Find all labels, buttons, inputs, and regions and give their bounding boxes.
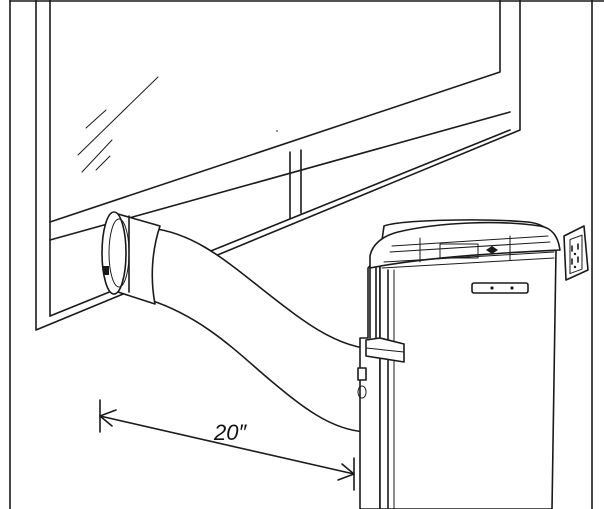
clearance-dimension-label: 20″	[213, 420, 247, 445]
top-vent-grille	[381, 235, 555, 269]
dimension-arrow-icon	[99, 399, 355, 491]
wall-outlet-icon	[563, 225, 589, 281]
exhaust-hose-icon	[101, 211, 367, 433]
portable-air-conditioner-icon	[357, 219, 561, 509]
border-frame	[9, 0, 604, 509]
